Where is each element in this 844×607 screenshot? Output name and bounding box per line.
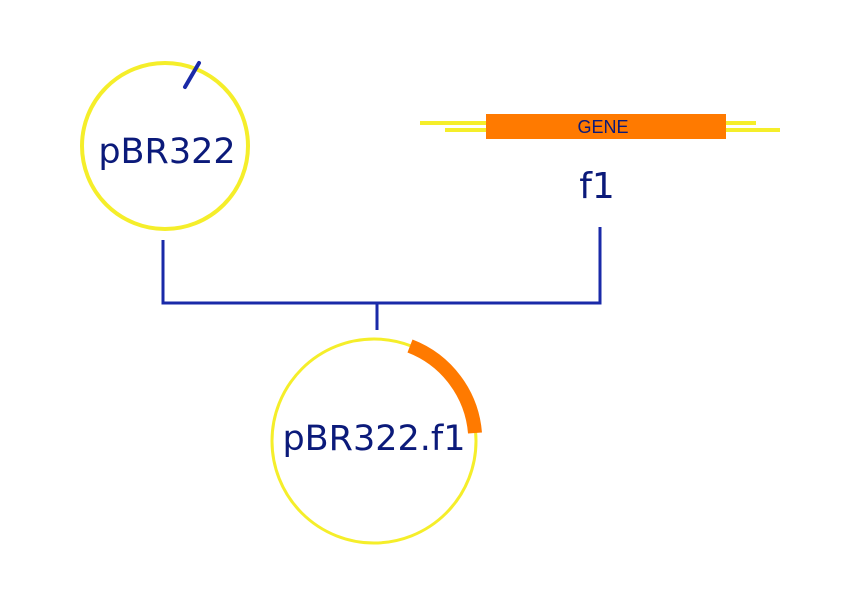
connector-bracket: [161, 227, 602, 305]
insert-label: f1: [579, 166, 615, 207]
product-plasmid-label: pBR322.f1: [282, 419, 465, 459]
vector-plasmid: pBR322: [80, 61, 250, 231]
inserted-gene-arc: [407, 339, 482, 434]
ligation-connector: [161, 227, 602, 330]
vector-plasmid-label: pBR322: [98, 132, 235, 172]
gene-block-label: GENE: [577, 117, 628, 137]
vector-plasmid-ring: [80, 61, 250, 231]
restriction-site-mark: [183, 61, 201, 89]
insert-fragment: GENE f1: [420, 114, 780, 207]
product-plasmid-ring: [270, 337, 478, 545]
gene-block: [486, 114, 726, 139]
product-plasmid: pBR322.f1: [270, 337, 482, 545]
